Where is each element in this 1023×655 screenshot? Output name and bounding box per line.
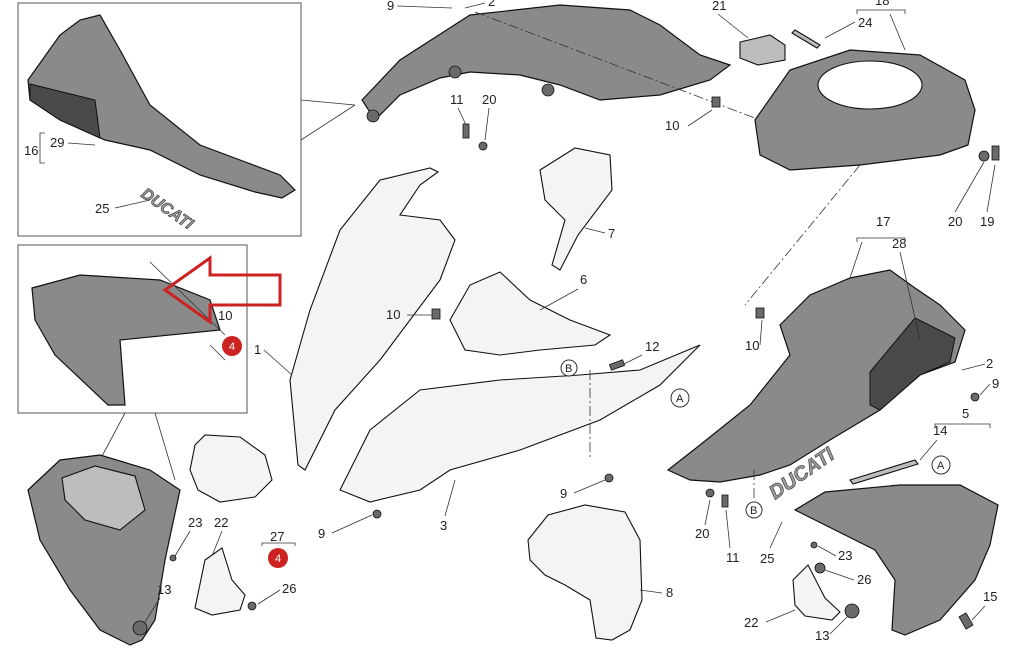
label-1: 1 — [254, 342, 261, 357]
label-22-right: 22 — [744, 615, 758, 630]
upper-tank-cover — [361, 4, 732, 121]
label-14: 14 — [933, 423, 947, 438]
label-13-left: 13 — [157, 582, 171, 597]
label-6: 6 — [580, 272, 587, 287]
label-17: 17 — [876, 214, 890, 229]
label-7: 7 — [608, 226, 615, 241]
ref-a-center: A — [676, 393, 684, 405]
label-25-inset: 25 — [95, 201, 109, 216]
label-29: 29 — [50, 135, 64, 150]
highlight-arrow-icon — [162, 255, 282, 325]
label-26-right: 26 — [857, 572, 871, 587]
part-7-bracket — [539, 147, 613, 271]
lower-left-insert — [61, 465, 146, 531]
label-10-right: 10 — [745, 338, 759, 353]
label-23-left: 23 — [188, 515, 202, 530]
label-9-right: 9 — [992, 376, 999, 391]
label-22-left: 22 — [214, 515, 228, 530]
part-14-stripe — [849, 459, 919, 485]
label-16: 16 — [24, 143, 38, 158]
label-15: 15 — [983, 589, 997, 604]
part-3-lower-fairing — [339, 344, 701, 503]
label-20-lower: 20 — [695, 526, 709, 541]
ref-b-right: B — [750, 505, 757, 517]
label-5: 5 — [962, 406, 969, 421]
part-1-front-fairing — [289, 167, 456, 471]
part-17-side-panel — [666, 269, 966, 483]
label-10-top: 10 — [665, 118, 679, 133]
label-26-left: 26 — [282, 581, 296, 596]
label-11-top: 11 — [450, 92, 464, 107]
ref-a-right: A — [937, 460, 945, 472]
side-panel-inset-trim — [29, 83, 101, 139]
label-24: 24 — [858, 15, 872, 30]
ref-b-center: B — [565, 363, 572, 375]
part-28-trim — [869, 317, 956, 411]
bracket-22-right — [792, 564, 841, 621]
label-23-right: 23 — [838, 548, 852, 563]
part-6-inner-panel — [449, 271, 612, 356]
label-2-right: 2 — [986, 356, 993, 371]
label-27: 27 — [270, 529, 284, 544]
label-2-top: 2 — [488, 0, 495, 9]
label-8: 8 — [666, 585, 673, 600]
label-11-lower: 11 — [726, 550, 740, 565]
badge-4-inset — [222, 336, 242, 356]
label-10-inset: 10 — [218, 308, 232, 323]
label-19: 19 — [980, 214, 994, 229]
label-28: 28 — [892, 236, 906, 251]
label-13-right: 13 — [815, 628, 829, 643]
fairing-panel-inset — [31, 274, 221, 406]
label-18: 18 — [875, 0, 889, 8]
label-9-left: 9 — [318, 526, 325, 541]
part-21-hatch — [739, 34, 786, 66]
label-21: 21 — [712, 0, 726, 13]
label-9-mid: 9 — [560, 486, 567, 501]
part-8-lower-cover — [527, 504, 643, 641]
badge-4-bottom-text: 4 — [275, 553, 281, 565]
gasket-27 — [189, 434, 273, 503]
badge-4-bottom — [268, 548, 288, 568]
label-20-right: 20 — [948, 214, 962, 229]
label-3: 3 — [440, 518, 447, 533]
label-12: 12 — [645, 339, 659, 354]
label-25-right: 25 — [760, 551, 774, 566]
lower-right-fairing — [793, 484, 999, 636]
part-24-strip — [791, 29, 821, 49]
label-10-mid: 10 — [386, 307, 400, 322]
label-20-top: 20 — [482, 92, 496, 107]
label-9-top: 9 — [387, 0, 394, 13]
badge-4-inset-text: 4 — [229, 341, 235, 353]
bracket-22-left — [194, 547, 246, 616]
